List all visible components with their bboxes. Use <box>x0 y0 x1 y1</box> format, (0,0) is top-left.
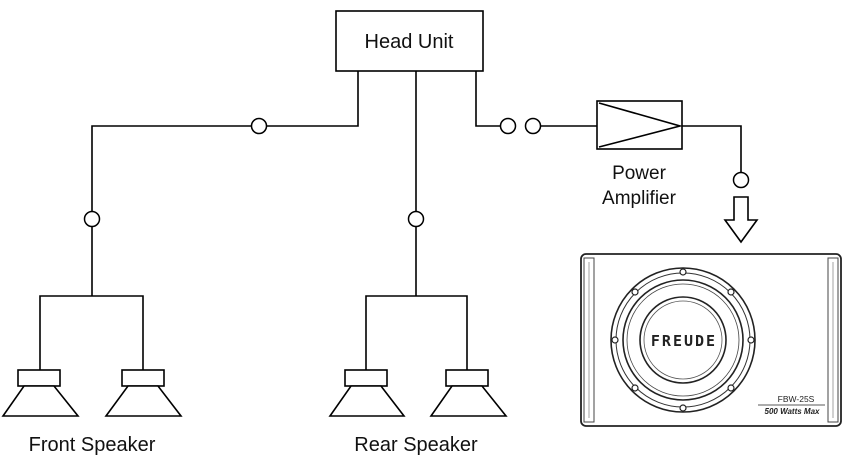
screw-icon <box>747 336 755 344</box>
amplifier-triangle <box>598 102 684 148</box>
front-connector-top <box>250 117 268 135</box>
amp-connector-left <box>499 117 517 135</box>
head-unit-label: Head Unit <box>365 31 454 53</box>
screw-icon <box>727 288 735 296</box>
head-unit: Head Unit <box>335 10 484 72</box>
screw-icon <box>611 336 619 344</box>
rear-speaker-right <box>429 369 508 417</box>
speaker-cone <box>429 385 508 417</box>
power-amplifier: Power Amplifier <box>596 100 684 209</box>
front-wiring <box>39 71 359 370</box>
woofer-surround <box>622 279 744 401</box>
subwoofer-rating: 500 Watts Max <box>765 407 821 416</box>
speaker-magnet <box>344 369 388 387</box>
screw-icon <box>727 384 735 392</box>
amplifier-box <box>596 100 683 150</box>
rear-wiring <box>365 71 468 370</box>
amplifier-label-line2: Amplifier <box>602 188 677 209</box>
speaker-cone <box>1 385 80 417</box>
speaker-magnet <box>17 369 61 387</box>
rear-speaker-left <box>328 369 406 417</box>
amp-wiring <box>475 71 750 189</box>
speaker-cone <box>104 385 183 417</box>
front-wire-left <box>91 125 251 211</box>
head-unit-box <box>335 10 484 72</box>
front-speaker-left <box>1 369 80 417</box>
subwoofer-brand: FREUDE <box>651 332 717 350</box>
amp-connector-right <box>524 117 542 135</box>
speaker-magnet <box>445 369 489 387</box>
rear-connector <box>407 210 425 228</box>
subwoofer-model: FBW-25S <box>778 394 815 404</box>
amp-output-connector <box>732 171 750 189</box>
rear-split-wire <box>365 295 468 370</box>
front-split-wire <box>39 295 144 370</box>
down-arrow-icon <box>723 196 759 244</box>
speaker-magnet <box>121 369 165 387</box>
amp-wire-output <box>682 125 742 172</box>
front-wire-upper <box>267 71 359 127</box>
front-speaker-label: Front Speaker <box>29 434 156 456</box>
front-speaker-right <box>104 369 183 417</box>
speaker-cone <box>328 385 406 417</box>
front-connector-mid <box>83 210 101 228</box>
woofer-cone <box>639 296 727 384</box>
subwoofer-box: FREUDE FBW-25S 500 Watts Max <box>580 253 842 427</box>
rear-speaker-label: Rear Speaker <box>354 434 478 456</box>
screw-icon <box>631 384 639 392</box>
screw-icon <box>679 268 687 276</box>
amp-wire-input <box>475 71 500 127</box>
amplifier-label-line1: Power <box>612 163 667 184</box>
screw-icon <box>631 288 639 296</box>
screw-icon <box>679 404 687 412</box>
